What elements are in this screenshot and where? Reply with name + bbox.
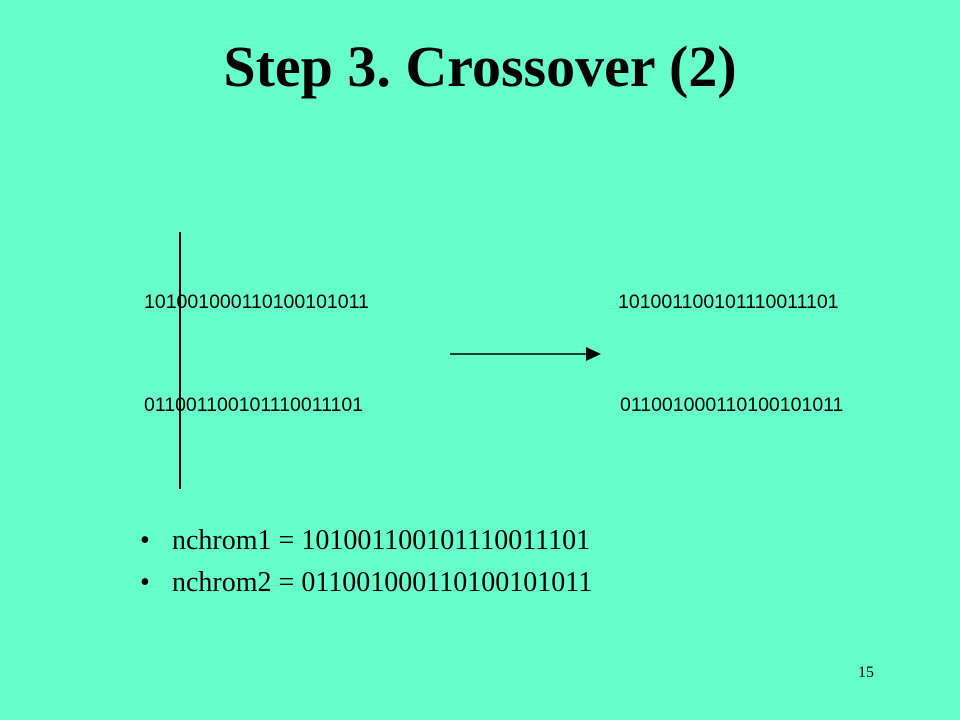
crossover-arrow-icon <box>450 347 601 361</box>
bullet-text-nchrom1: nchrom1 = 101001100101110011101 <box>172 525 591 556</box>
page-number: 15 <box>858 664 874 681</box>
offspring-chromosome-2: 011001000110100101011 <box>620 394 844 416</box>
bullet-marker: • <box>140 525 150 556</box>
offspring-chromosome-1: 101001100101110011101 <box>618 291 839 313</box>
parent-chromosome-2: 011001100101110011101 <box>144 394 364 416</box>
bullet-item: • nchrom2 = 011001000110100101011 <box>140 566 592 608</box>
bullet-text-nchrom2: nchrom2 = 011001000110100101011 <box>172 567 593 598</box>
parent-chromosome-1: 101001000110100101011 <box>144 291 369 313</box>
result-bullet-list: • nchrom1 = 101001100101110011101 • nchr… <box>140 524 592 608</box>
slide-title: Step 3. Crossover (2) <box>223 34 737 99</box>
crossover-cut-line <box>179 232 181 489</box>
bullet-marker: • <box>140 567 150 598</box>
bullet-item: • nchrom1 = 101001100101110011101 <box>140 524 592 566</box>
